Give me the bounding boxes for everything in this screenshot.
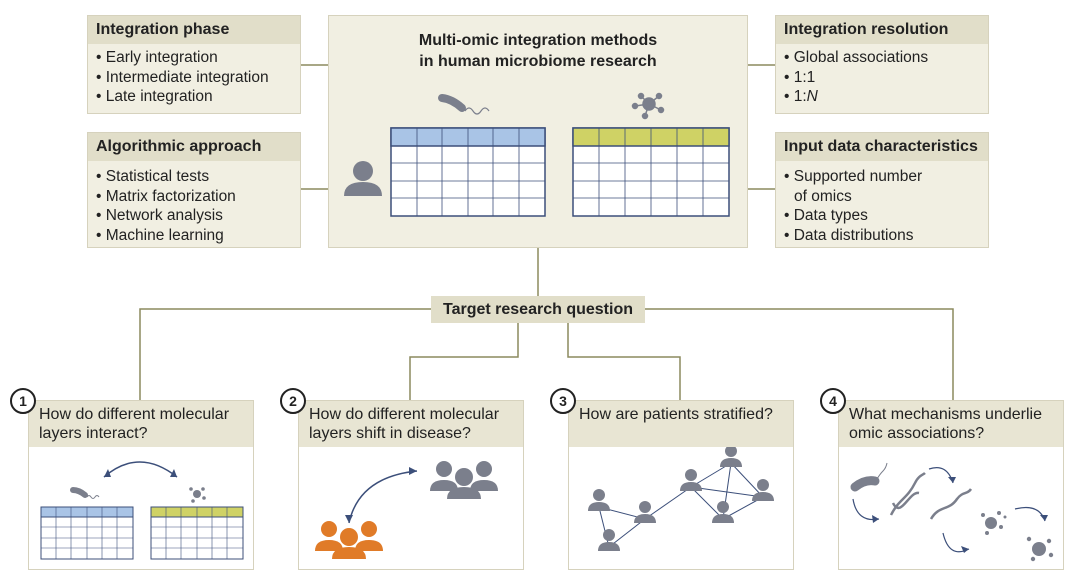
mechanism-arrows <box>852 467 1046 553</box>
list-item: Early integration <box>96 48 292 68</box>
person-node <box>712 501 734 523</box>
list-item: Data distributions <box>784 226 980 246</box>
list-item: Network analysis <box>96 206 292 226</box>
question-number-4: 4 <box>820 388 846 414</box>
question-box-2: How do different molecular layers shift … <box>298 400 524 570</box>
target-research-question: Target research question <box>431 296 645 323</box>
list-item-continuation: of omics <box>794 187 852 205</box>
arrowheads <box>872 477 1048 553</box>
person-icon <box>344 161 382 196</box>
question-box-1: How do different molecular layers intera… <box>28 400 254 570</box>
question-number-1: 1 <box>10 388 36 414</box>
double-arrow-icon <box>348 470 418 524</box>
question-4-illustration <box>850 462 1054 562</box>
rna-icon <box>929 488 973 520</box>
center-illustration <box>344 92 730 217</box>
question-box-3: How are patients stratified? <box>568 400 794 570</box>
molecule-icon <box>631 92 665 120</box>
list-item: Late integration <box>96 87 292 107</box>
question-4-line2: omic associations? <box>849 425 985 442</box>
question-3-line1: How are patients stratified? <box>579 406 773 423</box>
input-data-box: Input data characteristics Supported num… <box>775 132 989 248</box>
bacterium-icon <box>850 462 888 492</box>
question-box-4: What mechanisms underlie omic associatio… <box>838 400 1064 570</box>
integration-phase-box: Integration phase Early integration Inte… <box>87 15 301 114</box>
bacterium-icon <box>438 94 490 115</box>
question-number-3: 3 <box>550 388 576 414</box>
network-nodes <box>588 447 774 551</box>
question-4-line1: What mechanisms underlie <box>849 406 1042 423</box>
input-data-list: Supported number of omics Data types Data… <box>776 161 988 245</box>
algorithmic-approach-title: Algorithmic approach <box>88 133 300 161</box>
question-2-text: How do different molecular layers shift … <box>299 401 523 447</box>
question-2-line2: layers shift in disease? <box>309 425 471 442</box>
center-panel: Multi-omic integration methods in human … <box>328 15 748 248</box>
group-orange-icon <box>315 521 383 559</box>
connector-q1 <box>139 308 431 400</box>
list-item-text: 1: <box>793 88 807 105</box>
question-4-text: What mechanisms underlie omic associatio… <box>839 401 1063 447</box>
omics-table-yellow <box>572 127 730 217</box>
list-item: Statistical tests <box>96 167 292 187</box>
list-item: Intermediate integration <box>96 68 292 88</box>
list-item-text: Supported number <box>793 168 923 185</box>
question-1-text: How do different molecular layers intera… <box>29 401 253 447</box>
molecule-icon <box>1026 536 1054 562</box>
list-item: Matrix factorization <box>96 187 292 207</box>
list-item: Supported number of omics <box>784 167 980 206</box>
omics-table-yellow <box>150 506 244 560</box>
omics-table-blue <box>390 127 546 217</box>
integration-resolution-list: Global associations 1:1 1:N <box>776 44 988 107</box>
algorithmic-approach-list: Statistical tests Matrix factorization N… <box>88 161 300 245</box>
integration-resolution-title: Integration resolution <box>776 16 988 44</box>
question-2-line1: How do different molecular <box>309 406 500 423</box>
center-title-line1: Multi-omic integration methods <box>418 32 658 49</box>
person-node <box>752 479 774 501</box>
bacterium-icon <box>70 487 100 499</box>
network-edges <box>598 462 764 548</box>
connector-q2 <box>409 323 519 400</box>
center-title: Multi-omic integration methods in human … <box>329 30 747 72</box>
integration-resolution-box: Integration resolution Global associatio… <box>775 15 989 114</box>
list-item: 1:N <box>784 87 980 107</box>
question-2-illustration <box>315 461 498 559</box>
double-arrow-icon <box>103 461 178 478</box>
connector-q4 <box>645 308 954 400</box>
input-data-title: Input data characteristics <box>776 133 988 161</box>
person-node <box>720 447 742 467</box>
person-node <box>598 529 620 551</box>
list-item: Data types <box>784 206 980 226</box>
omics-table-blue <box>40 506 134 560</box>
question-3-text: How are patients stratified? <box>569 401 793 447</box>
connector-q3 <box>567 323 681 400</box>
person-node <box>634 501 656 523</box>
center-title-line2: in human microbiome research <box>419 53 657 70</box>
list-item-italic: N <box>806 88 818 105</box>
integration-phase-list: Early integration Intermediate integrati… <box>88 44 300 107</box>
molecule-icon <box>981 511 1007 535</box>
list-item: 1:1 <box>784 68 980 88</box>
integration-phase-title: Integration phase <box>88 16 300 44</box>
person-node <box>588 489 610 511</box>
question-1-line1: How do different molecular <box>39 406 230 423</box>
question-number-2: 2 <box>280 388 306 414</box>
question-1-line2: layers interact? <box>39 425 148 442</box>
question-1-illustration <box>40 461 244 560</box>
list-item: Machine learning <box>96 226 292 246</box>
group-gray-icon <box>430 461 498 499</box>
molecule-icon <box>189 487 206 503</box>
algorithmic-approach-box: Algorithmic approach Statistical tests M… <box>87 132 301 248</box>
person-node <box>680 469 702 491</box>
question-3-illustration <box>588 447 774 551</box>
list-item: Global associations <box>784 48 980 68</box>
dna-icon <box>889 472 926 516</box>
